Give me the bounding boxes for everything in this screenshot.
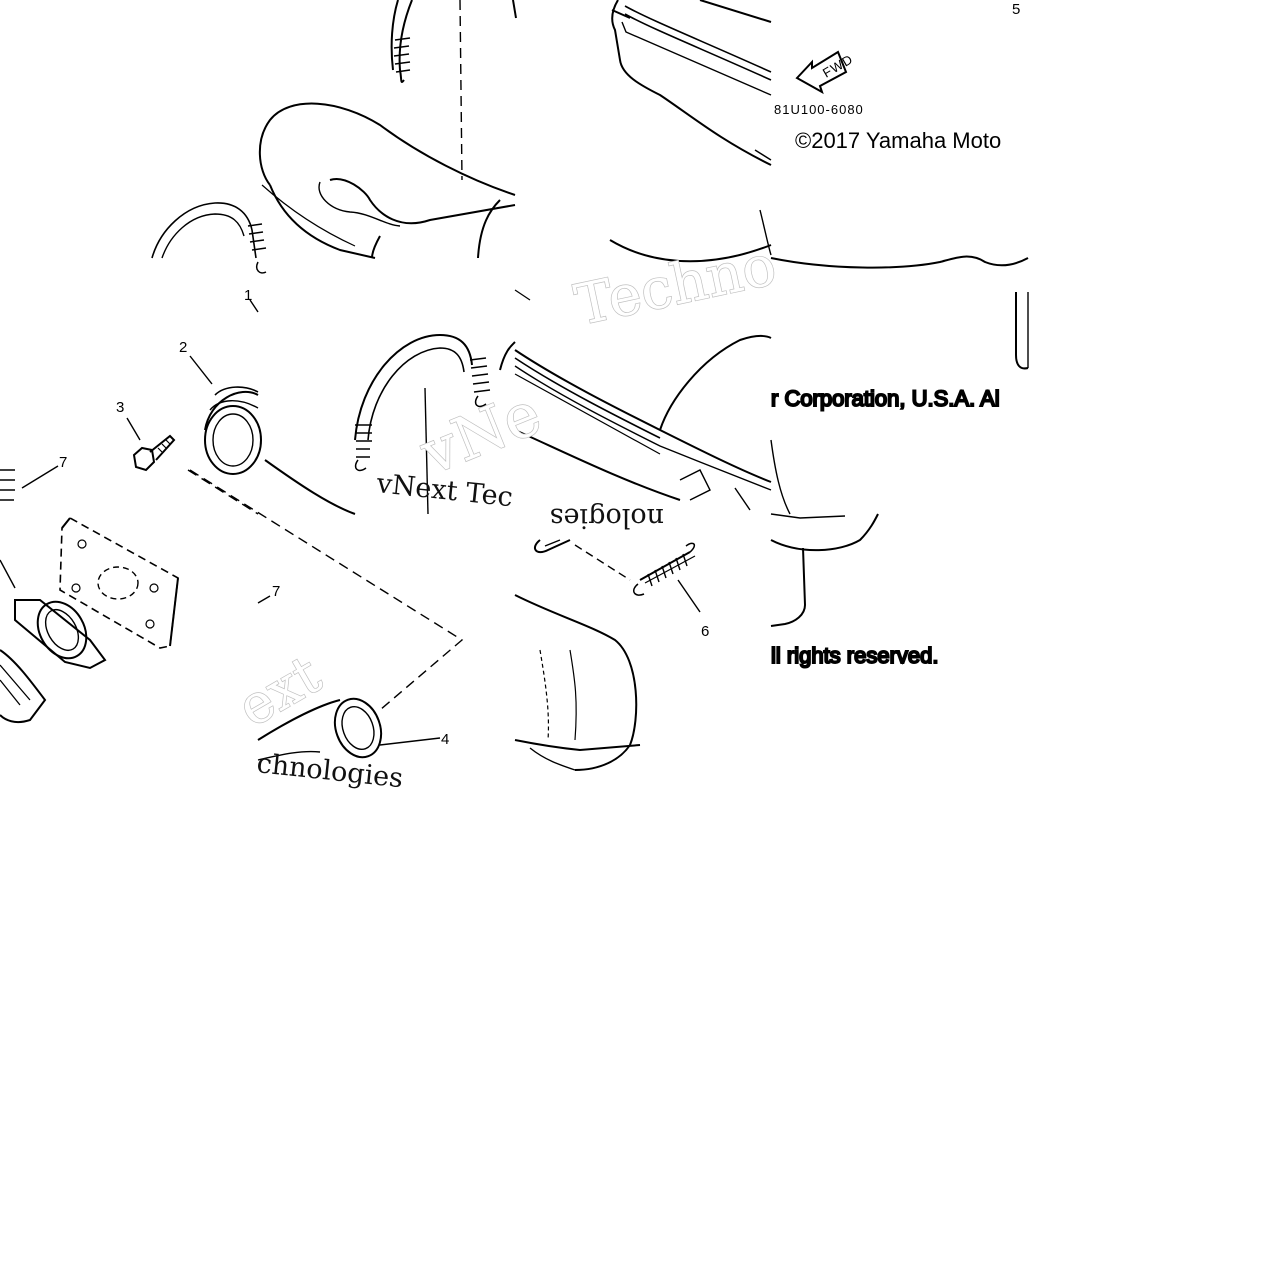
mounting-plate: [59, 516, 179, 649]
ring-part-4: [333, 697, 383, 759]
part-number-5: 5: [1012, 1, 1020, 18]
collar-part-2: [204, 386, 262, 475]
part-number-1: 1: [244, 287, 252, 304]
lower-pipe: [514, 594, 638, 771]
bolt-part-3: [132, 434, 176, 472]
tile-0-1: [0, 299, 516, 515]
muffler-bottom-curve: [609, 239, 772, 263]
copyright-line-2: r Corporation, U.S.A. Al: [771, 386, 1000, 411]
hose-left: [151, 202, 257, 259]
muffler-end-top: [770, 255, 1029, 269]
fwd-arrow-icon: [795, 50, 848, 95]
hose-top: [398, 0, 413, 83]
gasket: [14, 599, 107, 670]
watermark-vnext-tec: vNext Tec: [374, 468, 514, 513]
muffler-top-edge: [611, 0, 772, 166]
watermark-vne: vNe: [410, 378, 550, 489]
tile-1-0: [512, 0, 772, 263]
tile-0-0: [151, 0, 516, 274]
tile-2-2: ll rights reserved.: [770, 513, 940, 669]
part-number-4: 4: [441, 731, 449, 748]
part-number-2: 2: [179, 339, 187, 356]
watermark-techno: Techno: [569, 233, 781, 339]
tile-0-2: [0, 469, 464, 761]
watermark-chnologies: chnologies: [255, 748, 404, 794]
watermark-ext: ext: [227, 642, 332, 739]
part-number-7-left: 7: [59, 454, 67, 471]
tile-1-1: [514, 289, 772, 511]
spring-part-6: [633, 542, 696, 596]
hose-top-inner: [390, 0, 399, 71]
watermark-nologies: nologies: [550, 502, 664, 533]
muffler-seam: [514, 349, 772, 483]
copyright-line-3: ll rights reserved.: [771, 643, 939, 668]
hose-right: [354, 333, 473, 441]
part-number-6: 6: [701, 623, 709, 640]
exhaust-pipe-outer: [258, 102, 516, 196]
diagram-code: 81U100-6080: [774, 102, 864, 117]
part-number-3: 3: [116, 399, 124, 416]
part-number-7-center: 7: [272, 583, 280, 600]
copyright-line-1: ©2017 Yamaha Moto: [795, 128, 1001, 153]
tile-2-0: FWD 5 81U100-6080 ©2017 Yamaha Moto: [774, 1, 1020, 153]
tile-1-2: [514, 539, 701, 771]
tile-2-1: r Corporation, U.S.A. Al: [770, 255, 1029, 515]
part-callouts: 1 2 3 7 7 6 4: [59, 287, 709, 748]
